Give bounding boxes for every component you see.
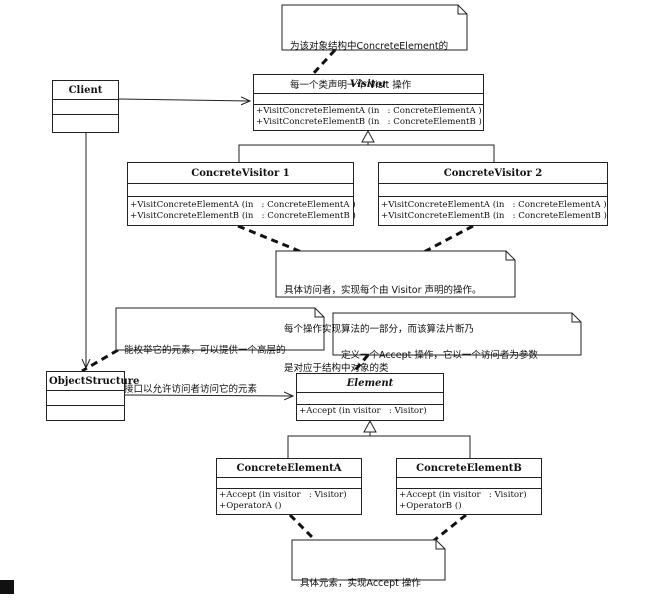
inherit-lines-element (287, 435, 471, 458)
concrete-element-a-operations: +Accept (in visitor : Visitor) +Operator… (217, 489, 361, 514)
client-class: Client (52, 80, 119, 133)
note-line: 每一个类声明一个 Visit 操作 (290, 80, 412, 91)
client-class-name: Client (53, 81, 118, 100)
ceb-op: +OperatorB () (399, 501, 462, 511)
visitor-class-name: Visitor (254, 75, 483, 94)
ceb-op: +Accept (in visitor : Visitor) (399, 490, 527, 500)
concrete-visitor-2-class: ConcreteVisitor 2 +VisitConcreteElementA… (378, 162, 608, 226)
note-line: 是对应于结构中对象的类 (284, 363, 389, 374)
inherit-lines-visitor (238, 144, 495, 162)
concrete-element-b-name: ConcreteElementB (397, 459, 541, 478)
object-structure-attributes (47, 391, 124, 406)
note-link-ceb (431, 513, 467, 544)
element-attributes (297, 393, 443, 405)
assoc-objstruct-element (124, 395, 293, 396)
concrete-visitor-1-operations: +VisitConcreteElementA (in : ConcreteEle… (128, 197, 356, 225)
visitor-op: +VisitConcreteElementA (in : ConcreteEle… (256, 106, 482, 116)
element-class-name: Element (297, 374, 443, 393)
element-op: +Accept (in visitor : Visitor) (299, 406, 427, 416)
object-structure-note: 能枚举它的元素，可以提供一个高层的 接口以允许访问者访问它的元素 (116, 313, 321, 414)
cv2-op: +VisitConcreteElementB (in : ConcreteEle… (381, 211, 607, 221)
note-link-visitor (310, 48, 337, 77)
note-line: 每个操作实现算法的一部分，而该算法片断乃 (284, 324, 475, 335)
note-line: 具体元素，实现Accept 操作 (300, 578, 421, 589)
client-attributes (53, 100, 118, 115)
object-structure-operations (47, 406, 124, 420)
concrete-element-note: 具体元素，实现Accept 操作 (292, 546, 442, 608)
cv1-op: +VisitConcreteElementB (in : ConcreteEle… (130, 211, 356, 221)
note-shape-concrete-visitor (275, 250, 516, 298)
note-line: 定义一个Accept 操作，它以一个访问者为参数 (341, 350, 538, 361)
note-shape-objstruct (115, 307, 325, 351)
concrete-visitor-2-operations: +VisitConcreteElementA (in : ConcreteEle… (379, 197, 607, 225)
cea-op: +OperatorA () (219, 501, 282, 511)
concrete-element-b-class: ConcreteElementB +Accept (in visitor : V… (396, 458, 542, 515)
element-note: 定义一个Accept 操作，它以一个访问者为参数 (333, 318, 578, 380)
visitor-op: +VisitConcreteElementB (in : ConcreteEle… (256, 117, 482, 127)
object-structure-class: ObjectStructure (46, 371, 139, 421)
corner-mark (0, 580, 14, 594)
assoc-client-visitor (118, 99, 250, 101)
visitor-attributes (254, 94, 483, 105)
visitor-operations: +VisitConcreteElementA (in : ConcreteEle… (254, 105, 483, 130)
concrete-visitor-2-attributes (379, 184, 607, 197)
object-structure-name: ObjectStructure (47, 372, 139, 391)
inherit-triangle-element (363, 419, 377, 433)
concrete-visitor-1-attributes (128, 184, 353, 197)
concrete-visitor-1-class: ConcreteVisitor 1 +VisitConcreteElementA… (127, 162, 356, 226)
client-operations (53, 115, 118, 132)
concrete-visitor-note: 具体访问者，实现每个由 Visitor 声明的操作。 每个操作实现算法的一部分，… (276, 253, 511, 393)
concrete-element-b-operations: +Accept (in visitor : Visitor) +Operator… (397, 489, 541, 514)
cea-op: +Accept (in visitor : Visitor) (219, 490, 347, 500)
note-link-cv2 (419, 224, 474, 256)
note-line: 为该对象结构中ConcreteElement的 (290, 41, 449, 52)
note-line: 能枚举它的元素，可以提供一个高层的 (124, 345, 286, 356)
note-link-cv1 (237, 224, 310, 257)
cv1-op: +VisitConcreteElementA (in : ConcreteEle… (130, 200, 356, 210)
visitor-note: 为该对象结构中ConcreteElement的 每一个类声明一个 Visit 操… (282, 9, 462, 110)
inherit-triangle-visitor (361, 129, 375, 143)
concrete-element-a-name: ConcreteElementA (217, 459, 361, 478)
note-shape-concrete-element (291, 539, 446, 581)
note-shape-element (332, 312, 582, 356)
element-class: Element +Accept (in visitor : Visitor) (296, 373, 444, 421)
note-line: 具体访问者，实现每个由 Visitor 声明的操作。 (284, 285, 482, 296)
note-line: 接口以允许访问者访问它的元素 (124, 384, 258, 395)
concrete-visitor-1-name: ConcreteVisitor 1 (128, 163, 353, 184)
visitor-class: Visitor +VisitConcreteElementA (in : Con… (253, 74, 484, 131)
note-shape-visitor (281, 4, 468, 51)
connector-layer (81, 4, 582, 581)
note-link-element (351, 354, 370, 374)
concrete-visitor-2-name: ConcreteVisitor 2 (379, 163, 607, 184)
note-link-objstruct (81, 348, 119, 373)
concrete-element-a-attributes (217, 478, 361, 489)
note-link-cea (288, 513, 320, 545)
concrete-element-b-attributes (397, 478, 541, 489)
concrete-element-a-class: ConcreteElementA +Accept (in visitor : V… (216, 458, 362, 515)
cv2-op: +VisitConcreteElementA (in : ConcreteEle… (381, 200, 607, 210)
element-operations: +Accept (in visitor : Visitor) (297, 405, 443, 420)
